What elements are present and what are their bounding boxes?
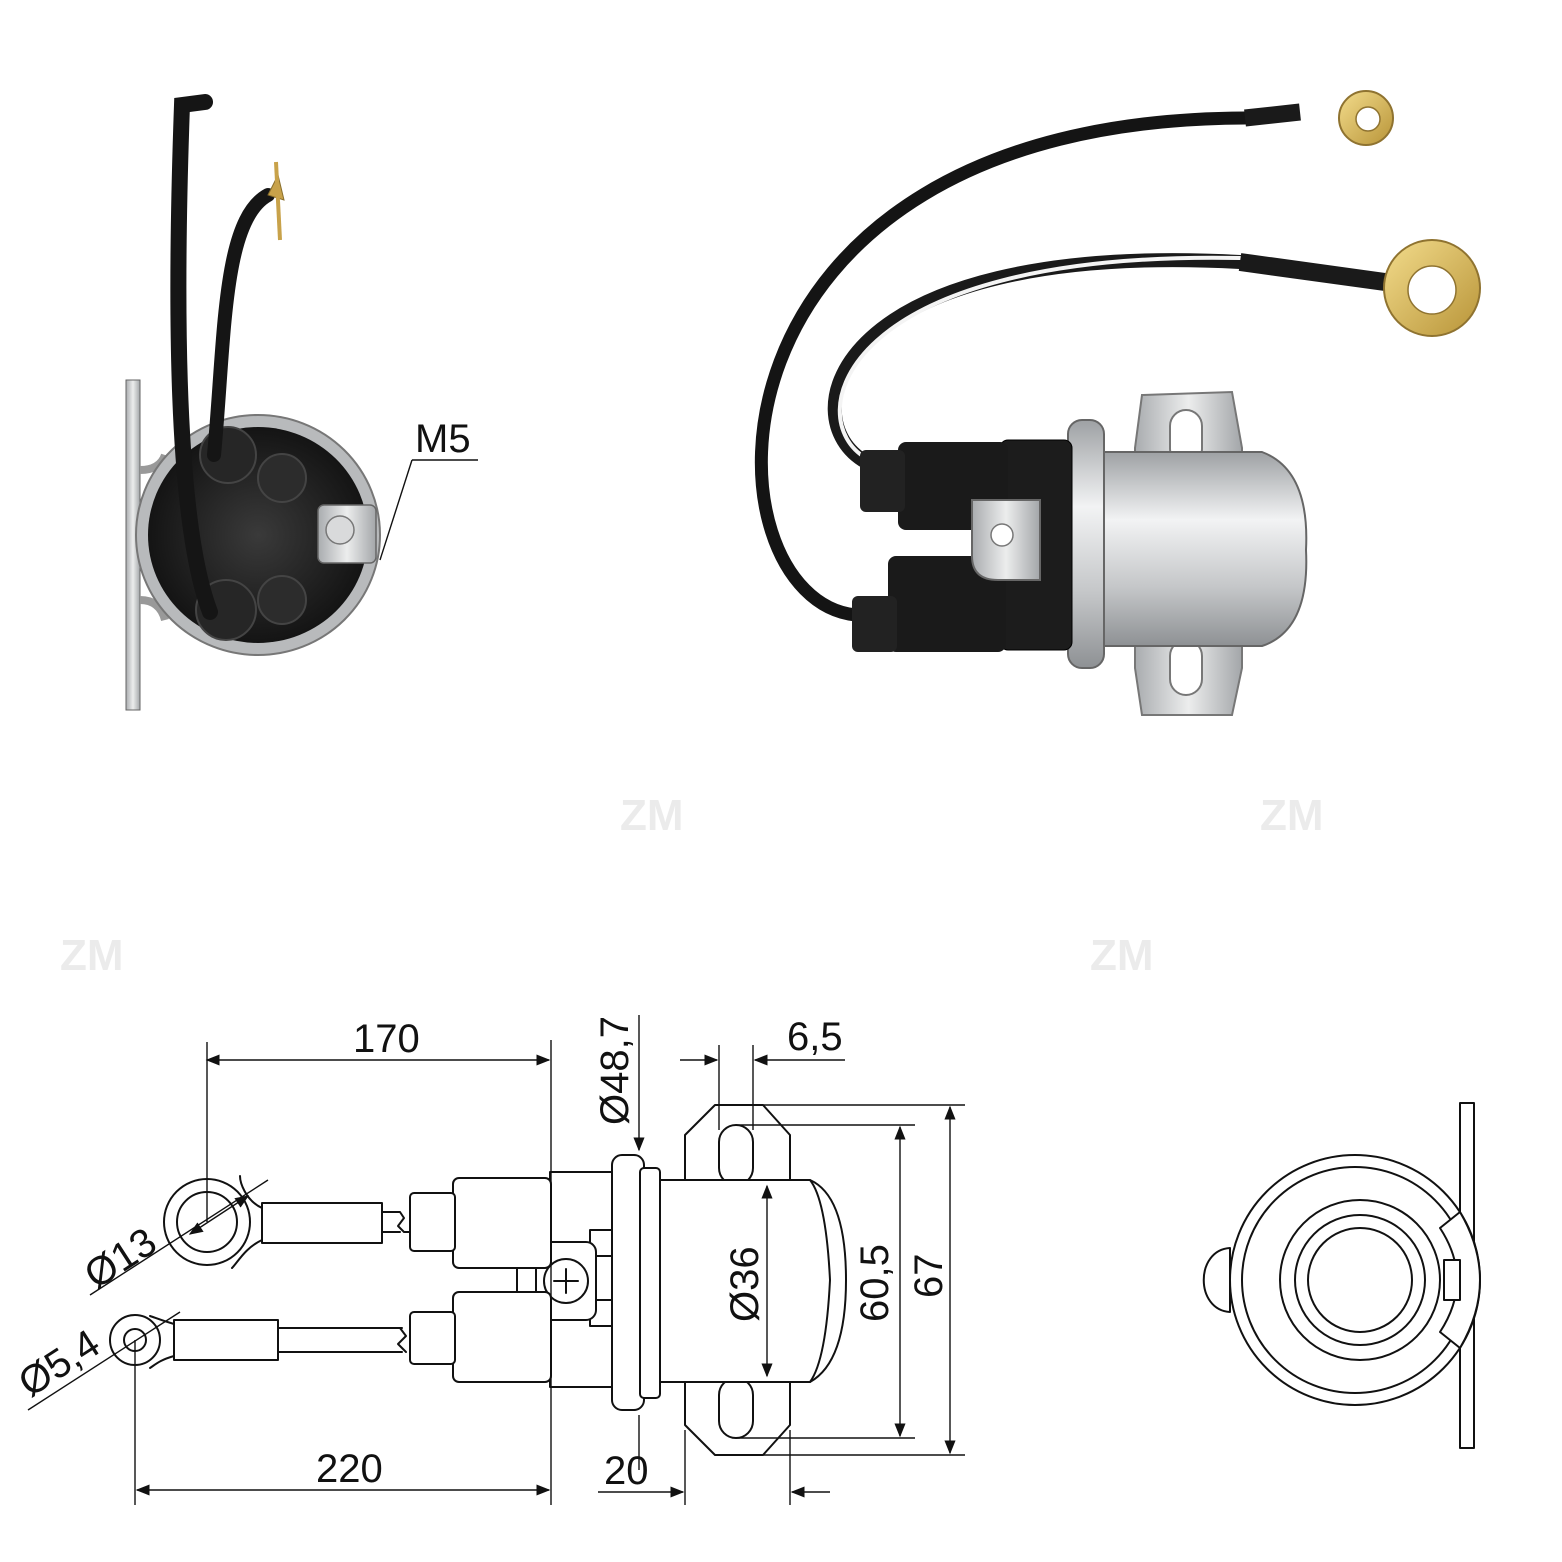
dim-label-d13: Ø13: [77, 1219, 164, 1297]
dimension-drawing-end: [1202, 1102, 1481, 1449]
drawing-lower-boot: [452, 1291, 552, 1383]
drawing-body: [659, 1179, 847, 1383]
dim-label-d36: Ø36: [723, 1246, 767, 1322]
wire-short: [207, 188, 275, 462]
wire-upper: [754, 111, 1252, 622]
m5-leader: [379, 459, 413, 561]
drawing-slot-upper: [718, 1124, 754, 1186]
watermark-zm-6: ZM: [1090, 931, 1154, 980]
dim-label-170: 170: [353, 1017, 420, 1061]
drawing-upper-boot: [452, 1177, 552, 1269]
lower-boot: [888, 556, 1006, 652]
dim-label-65: 6,5: [787, 1015, 843, 1059]
m5-label: M5: [415, 417, 471, 461]
steel-body: [1099, 451, 1308, 647]
dim-label-d54: Ø5,4: [11, 1321, 108, 1405]
side-view-photo: [754, 90, 1481, 716]
dim-label-605: 60,5: [853, 1244, 897, 1322]
watermark-zm-3: ZM: [620, 791, 684, 840]
dim-label-d487: Ø48,7: [593, 1016, 637, 1125]
side-flange: [1067, 419, 1105, 669]
dim-label-20: 20: [604, 1449, 649, 1493]
watermark-zm-4: ZM: [1260, 791, 1324, 840]
dimension-drawing-side: 170 220 Ø13 Ø5,4 Ø48,7 6,5 Ø36 60,5: [11, 1015, 965, 1505]
dim-label-220: 220: [316, 1447, 383, 1491]
dim-label-67: 67: [907, 1254, 951, 1299]
drawing-upper-sleeve: [261, 1202, 383, 1244]
dim-line-d54: [27, 1311, 181, 1411]
wire-long: [170, 94, 218, 620]
end-drawing-rim: [1229, 1154, 1481, 1406]
watermark-zm-5: ZM: [60, 931, 124, 980]
end-view-photo: M5: [125, 94, 478, 711]
drawing-slot-lower: [718, 1377, 754, 1439]
end-drawing-boss: [1202, 1247, 1231, 1313]
drawing-lower-sleeve: [173, 1319, 279, 1361]
